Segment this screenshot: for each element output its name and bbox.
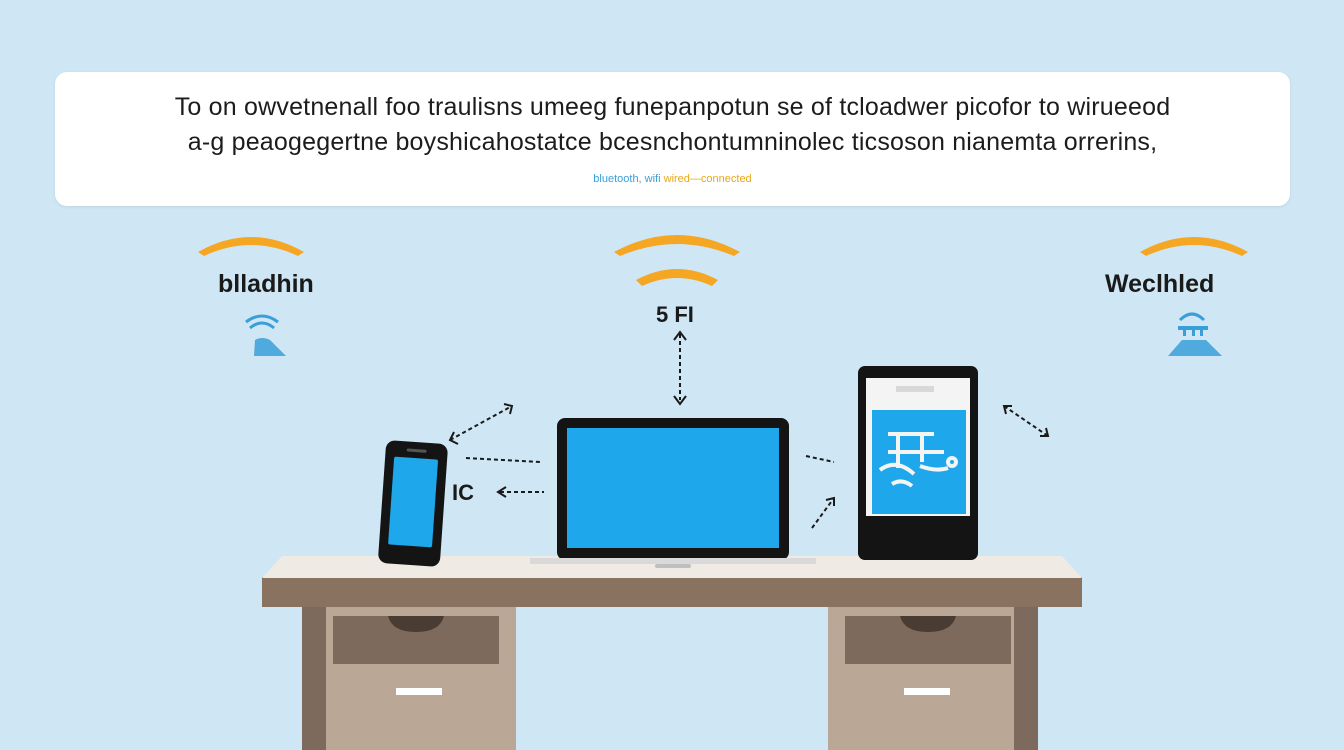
caption-subline: bluetooth, wifi wired—connected	[55, 173, 1290, 185]
wired-connection-icon	[1168, 312, 1222, 356]
phone-side-label: IC	[452, 480, 474, 505]
caption-line-2: a-g peaogegertne boyshicahostatce bcesnc…	[187, 128, 1158, 156]
tablet-screen-graphic	[878, 432, 958, 488]
connection-arrows	[448, 403, 1050, 529]
wifi-icon	[614, 235, 740, 286]
right-signal-arc	[1140, 237, 1248, 256]
caption-sub-b: wired—connected	[663, 173, 752, 185]
caption-box: To on owvetnenall foo traulisns umeeg fu…	[55, 72, 1290, 206]
smartphone	[378, 440, 448, 567]
caption-line-1: To on owvetnenall foo traulisns umeeg fu…	[174, 93, 1171, 121]
wired-label: Weclhled	[1105, 270, 1215, 298]
caption-sub-a: bluetooth, wifi	[593, 173, 661, 185]
wifi-label: 5 FI	[656, 302, 694, 327]
laptop	[530, 418, 816, 568]
tablet	[858, 366, 978, 560]
bluetooth-label: blladhin	[218, 270, 314, 298]
left-signal-arc	[198, 237, 304, 256]
wifi-laptop-arrow	[673, 330, 687, 406]
desk	[262, 556, 1082, 750]
bluetooth-icon	[245, 314, 286, 356]
